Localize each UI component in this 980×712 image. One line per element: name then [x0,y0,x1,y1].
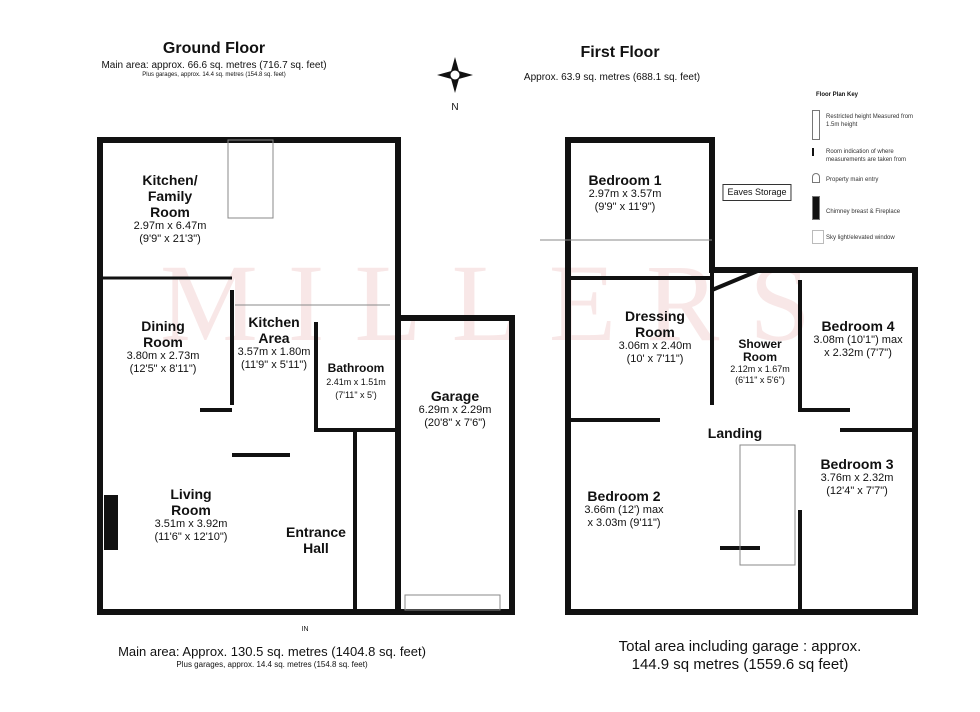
room-name: Bedroom 2 [587,488,661,504]
room-imperial: (12'4" x 7'7") [826,485,888,497]
room-imperial: (10' x 7'11") [626,353,684,365]
room-garage: Garage 6.29m x 2.29m (20'8" x 7'6") [419,388,492,430]
room-imperial: (12'5" x 8'11") [129,363,197,375]
room-name: Room [150,204,190,220]
room-shower: Shower Room 2.12m x 1.67m (6'11" x 5'6") [730,338,790,386]
room-name: Room [743,350,777,364]
room-dims: 3.66m (12') max [584,504,664,516]
eaves-storage: Eaves Storage [722,184,792,201]
room-imperial: (11'6" x 12'10") [154,531,228,543]
room-dims: 3.76m x 2.32m [820,472,894,484]
room-imperial: x 3.03m (9'11") [587,517,661,529]
room-name: Dressing [625,308,685,324]
key-item: Restricted height Measured from 1.5m hei… [826,114,914,128]
room-name: Area [258,330,290,346]
room-name: Shower [738,337,782,351]
room-dims: 3.57m x 1.80m [237,346,311,358]
room-name: Bedroom 4 [821,318,895,334]
room-bedroom-4: Bedroom 4 3.08m (10'1") max x 2.32m (7'7… [813,318,902,360]
room-kitchen-family: Kitchen/ Family Room 2.97m x 6.47m (9'9"… [134,172,207,246]
room-name: Bathroom [327,361,385,375]
room-bathroom: Bathroom 2.41m x 1.51m (7'11" x 5') [326,360,386,402]
room-dining: Dining Room 3.80m x 2.73m (12'5" x 8'11"… [127,318,200,376]
room-living: Living Room 3.51m x 3.92m (11'6" x 12'10… [155,486,228,544]
room-dims: 2.41m x 1.51m [326,377,386,387]
room-dims: 2.12m x 1.67m [730,364,790,374]
room-name: Hall [303,540,329,556]
total-area-line1: Total area including garage : approx. [618,638,862,655]
room-imperial: (9'9" x 21'3") [139,233,201,245]
ground-footer-area: Main area: Approx. 130.5 sq. metres (140… [118,644,426,659]
room-dims: 2.97m x 3.57m [588,188,662,200]
key-item: Property main entry [826,177,879,183]
room-name: Bedroom 1 [588,172,662,188]
watermark: MILLERS [160,242,841,364]
room-imperial: (7'11" x 5') [335,390,377,400]
key-title: Floor Plan Key [816,92,859,98]
room-imperial: (6'11" x 5'6") [735,375,785,385]
room-name: Bedroom 3 [820,456,894,472]
key-item: Room indication of where measurements ar… [826,149,907,163]
room-dims: 3.51m x 3.92m [154,518,228,530]
ground-floor-garage-area: Plus garages, approx. 14.4 sq. metres (1… [142,72,286,78]
ground-footer-garage: Plus garages, approx. 14.4 sq. metres (1… [176,660,368,669]
room-landing: Landing [707,425,763,441]
room-name: Garage [430,388,480,404]
ground-floor-title: Ground Floor [162,40,266,57]
key-item: Sky light/elevated window [826,235,895,241]
measurement-symbol [812,148,820,156]
room-dims: 3.80m x 2.73m [126,350,200,362]
entry-label: IN [301,626,309,633]
room-name: Entrance [286,524,346,540]
room-name: Family [147,188,193,204]
ground-floor-area: Main area: approx. 66.6 sq. metres (716.… [101,60,327,71]
entry-symbol [812,173,820,183]
room-name: Room [635,324,675,340]
room-bedroom-3: Bedroom 3 3.76m x 2.32m (12'4" x 7'7") [820,456,893,498]
room-imperial: (11'9" x 5'11") [240,359,308,371]
room-dressing: Dressing Room 3.06m x 2.40m (10' x 7'11"… [619,308,692,366]
room-kitchen-area: Kitchen Area 3.57m x 1.80m (11'9" x 5'11… [238,314,311,372]
room-dims: 3.08m (10'1") max [813,334,903,346]
room-entrance-hall: Entrance Hall [286,524,346,556]
room-imperial: (20'8" x 7'6") [424,417,486,429]
room-dims: 2.97m x 6.47m [133,220,207,232]
room-name: Kitchen [248,314,300,330]
room-imperial: (9'9" x 11'9") [594,201,656,213]
room-imperial: x 2.32m (7'7") [824,347,892,359]
chimney-symbol [812,196,820,220]
key-item: Chimney breast & Fireplace [826,209,901,215]
room-name: Kitchen/ [142,172,198,188]
room-name: Dining [141,318,185,334]
room-name: Room [171,502,211,518]
room-dims: 3.06m x 2.40m [618,340,692,352]
room-name: Room [143,334,183,350]
room-bedroom-2: Bedroom 2 3.66m (12') max x 3.03m (9'11"… [584,488,663,530]
room-bedroom-1: Bedroom 1 2.97m x 3.57m (9'9" x 11'9") [588,172,661,214]
compass-label: N [451,102,459,113]
room-name: Living [170,486,212,502]
total-area-line2: 144.9 sq metres (1559.6 sq feet) [631,656,849,673]
first-floor-title: First Floor [580,44,660,61]
room-dims: 6.29m x 2.29m [418,404,492,416]
first-floor-area: Approx. 63.9 sq. metres (688.1 sq. feet) [523,72,701,83]
restricted-height-symbol [812,110,820,140]
skylight-symbol [812,230,824,244]
